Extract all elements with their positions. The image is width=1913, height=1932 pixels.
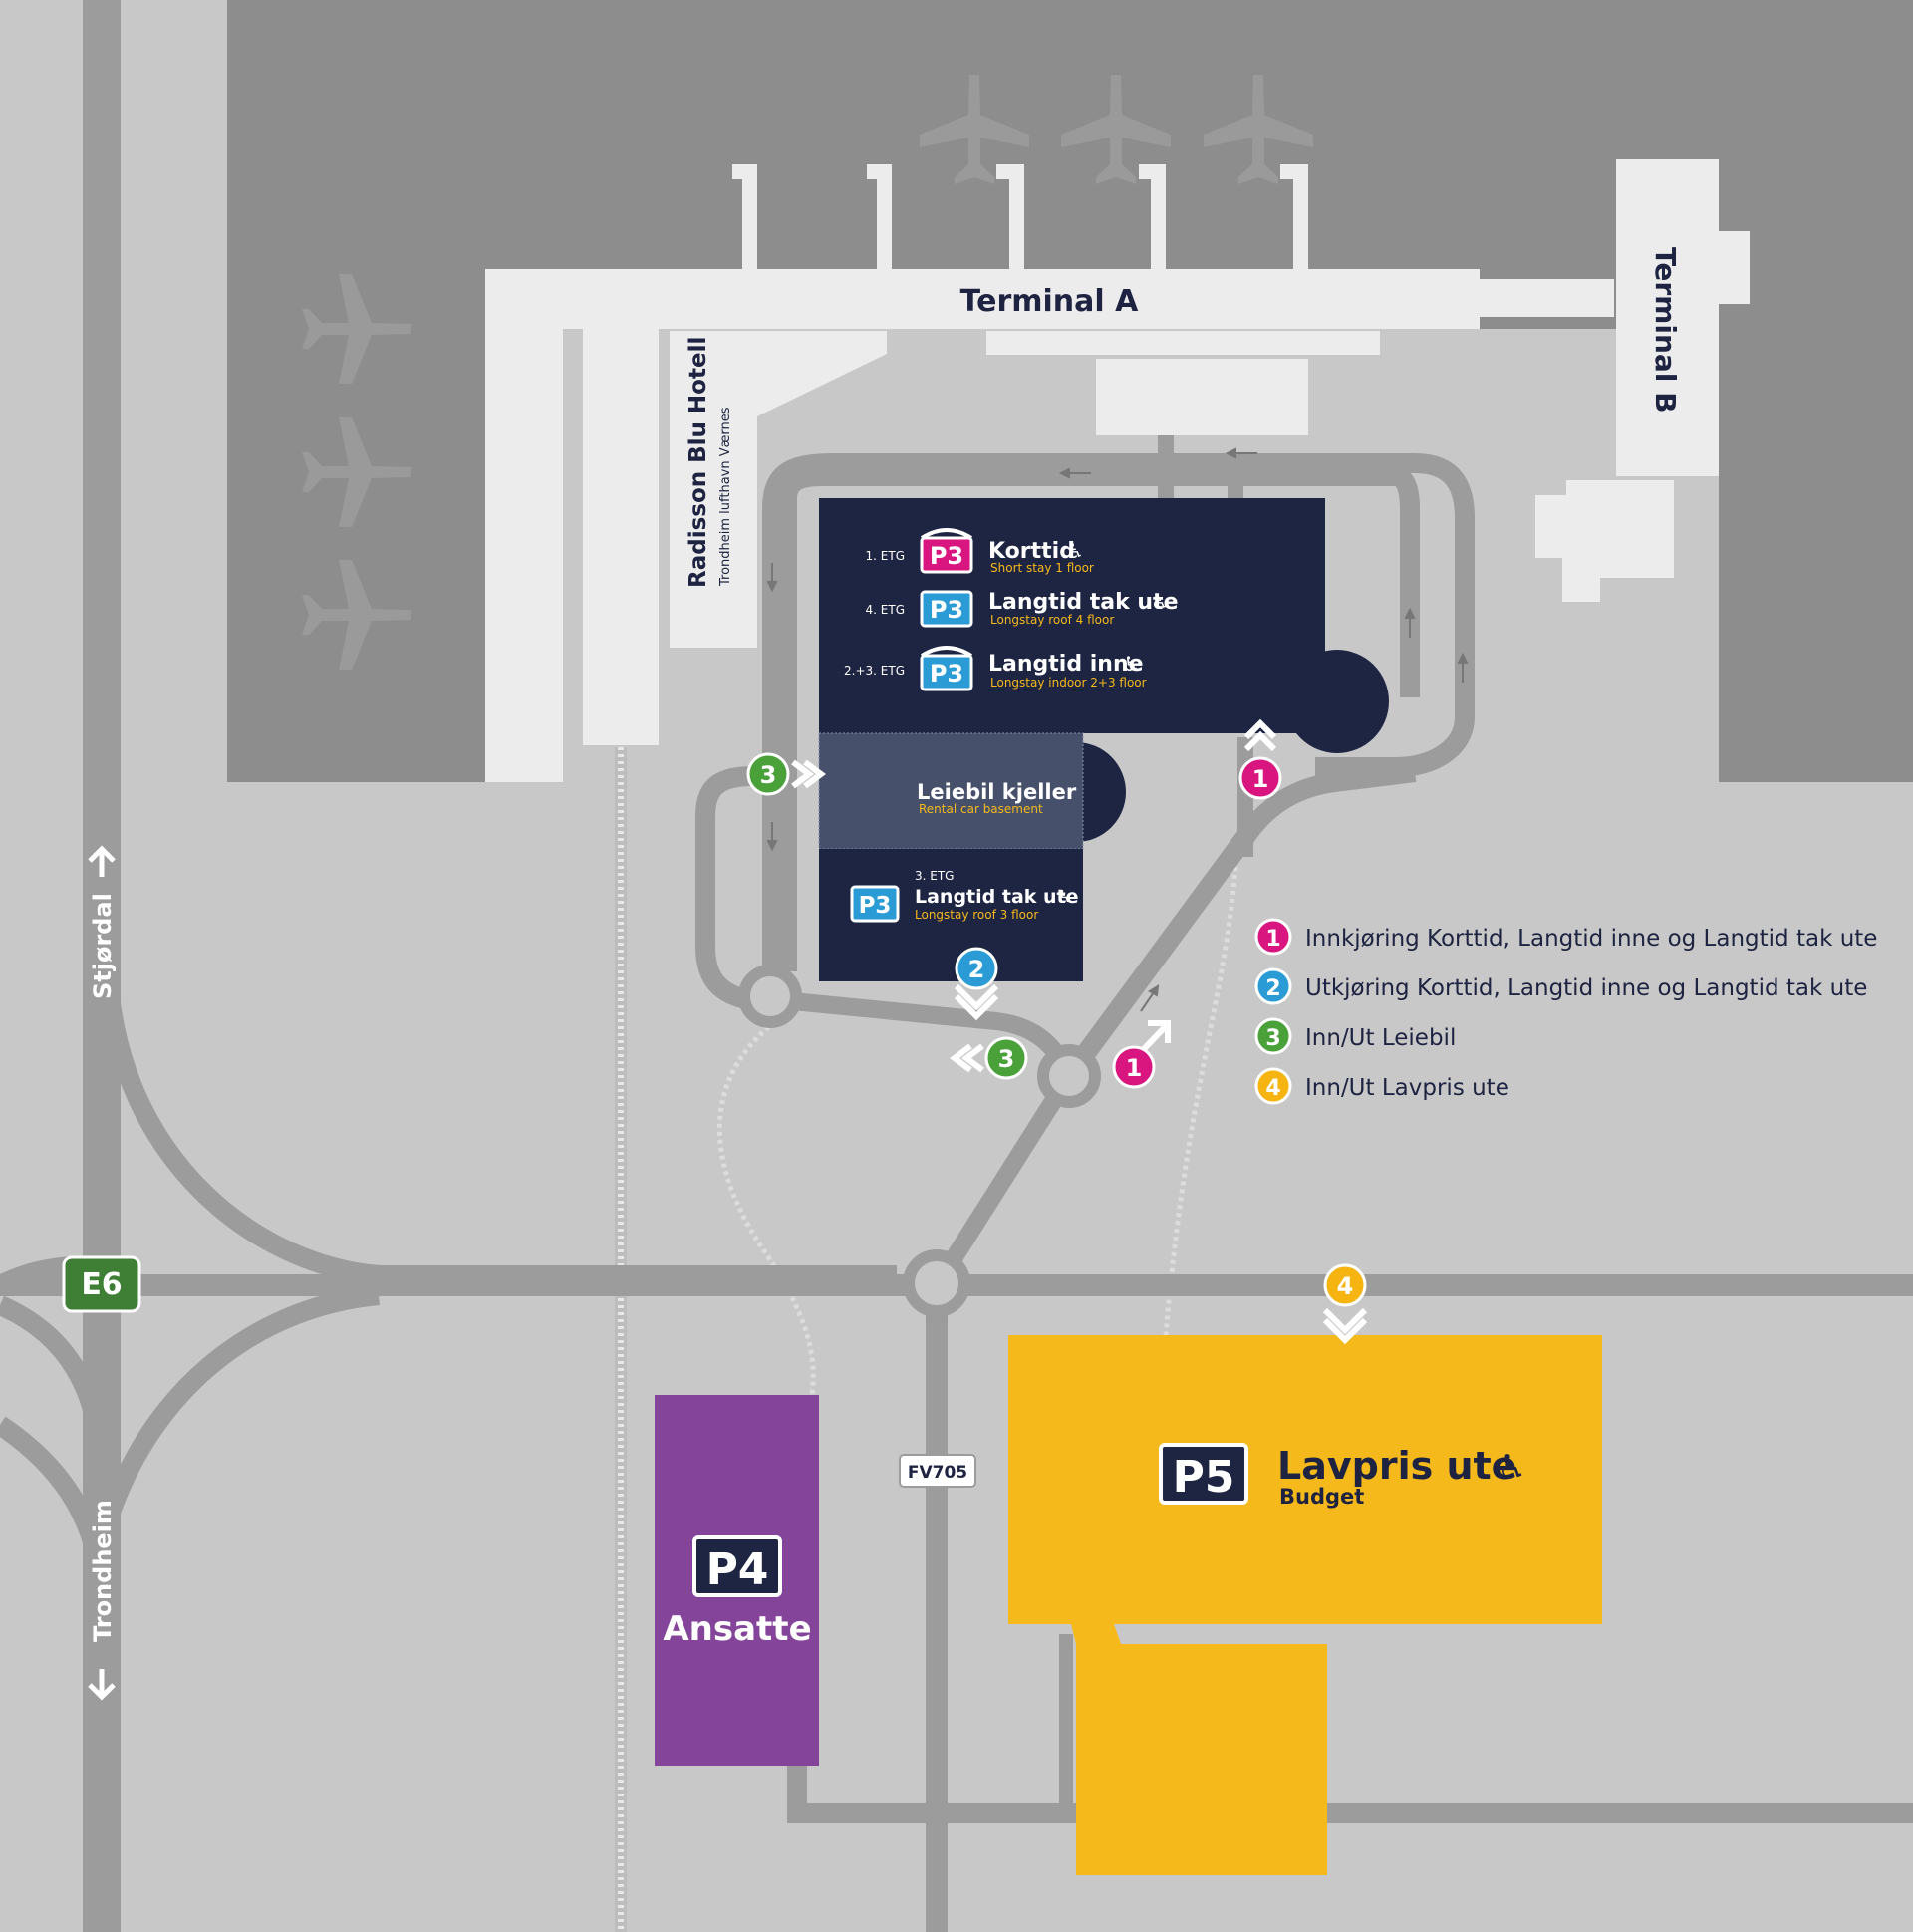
exit-arrow-icon bbox=[954, 983, 999, 1021]
marker-4: 4 bbox=[1323, 1263, 1367, 1307]
marker-number: 1 bbox=[1252, 765, 1269, 793]
terminal-a-label: Terminal A bbox=[960, 284, 1139, 319]
e6-road-sign: E6 bbox=[62, 1255, 141, 1313]
legend-text: Inn/Ut Leiebil bbox=[1305, 1025, 1456, 1051]
marker-number: 4 bbox=[1337, 1272, 1354, 1300]
rental-name: Leiebil kjeller bbox=[917, 780, 1077, 804]
terminal-b-label: Terminal B bbox=[1649, 247, 1682, 413]
legend-item-4: 4 Inn/Ut Lavpris ute bbox=[1254, 1067, 1509, 1105]
rental-car-basement bbox=[818, 732, 1126, 850]
p4-name: Ansatte bbox=[663, 1609, 811, 1649]
level-name: Korttid bbox=[988, 539, 1075, 564]
level-sub: Longstay roof 3 floor bbox=[915, 908, 1038, 922]
p3-level-1: 1. ETG P3 Korttid ♿ Short stay 1 floor bbox=[866, 528, 1094, 575]
marker-number: 1 bbox=[1126, 1054, 1143, 1082]
wheelchair-icon: ♿ bbox=[1122, 652, 1140, 676]
level-sub: Short stay 1 floor bbox=[990, 561, 1094, 575]
legend-item-2: 2 Utkjøring Korttid, Langtid inne og Lan… bbox=[1254, 967, 1867, 1005]
diag-entry-arrow-icon bbox=[1139, 1020, 1171, 1054]
legend-number: 3 bbox=[1265, 1026, 1280, 1051]
wheelchair-icon: ♿ bbox=[1066, 539, 1084, 563]
legend-number: 4 bbox=[1265, 1076, 1280, 1101]
p3-parking-building bbox=[819, 498, 1389, 753]
legend-number: 1 bbox=[1265, 927, 1280, 952]
fv705-label: FV705 bbox=[908, 1463, 967, 1483]
rental-sub: Rental car basement bbox=[919, 802, 1043, 816]
e6-label: E6 bbox=[81, 1267, 122, 1302]
p3-badge: P3 bbox=[859, 893, 892, 919]
legend-text: Innkjøring Korttid, Langtid inne og Lang… bbox=[1305, 926, 1877, 952]
level-floor: 3. ETG bbox=[915, 869, 954, 883]
hotel-subtitle: Trondheim lufthavn Værnes bbox=[718, 407, 733, 587]
roundabout bbox=[738, 965, 1101, 1317]
level-floor: 2.+3. ETG bbox=[844, 664, 905, 678]
p3-badge: P3 bbox=[930, 660, 963, 688]
legend-item-3: 3 Inn/Ut Leiebil bbox=[1254, 1017, 1456, 1055]
level-floor: 4. ETG bbox=[866, 603, 905, 617]
stjordal-sign: Stjørdal bbox=[88, 845, 117, 999]
level-name: Langtid inne bbox=[988, 652, 1144, 677]
legend-text: Utkjøring Korttid, Langtid inne og Langt… bbox=[1305, 975, 1867, 1001]
legend-text: Inn/Ut Lavpris ute bbox=[1305, 1075, 1509, 1101]
p5-sign: P5 Lavpris ute ♿ Budget bbox=[1159, 1443, 1526, 1509]
p5-lot bbox=[1008, 1335, 1602, 1875]
p5-sub: Budget bbox=[1279, 1485, 1364, 1509]
marker-3-lower: 3 bbox=[984, 1036, 1028, 1080]
jet-bridges bbox=[732, 164, 1308, 269]
walkway-dotted bbox=[615, 747, 1238, 1932]
p5-name: Lavpris ute bbox=[1277, 1444, 1516, 1488]
level-floor: 1. ETG bbox=[866, 549, 905, 563]
rental-out-arrow-icon bbox=[950, 1043, 984, 1073]
legend-item-1: 1 Innkjøring Korttid, Langtid inne og La… bbox=[1254, 918, 1877, 956]
rental-in-arrow-icon bbox=[791, 759, 826, 789]
legend-number: 2 bbox=[1265, 976, 1280, 1001]
marker-number: 3 bbox=[760, 761, 777, 789]
hotel-name: Radisson Blu Hotell bbox=[685, 337, 711, 588]
p4-badge: P4 bbox=[706, 1544, 769, 1595]
p3-lower-level: P3 3. ETG Langtid tak ute ♿ Longstay roo… bbox=[850, 869, 1079, 923]
marker-2: 2 bbox=[955, 947, 998, 990]
trondheim-label: Trondheim bbox=[89, 1500, 117, 1642]
wheelchair-icon: ♿ bbox=[1056, 887, 1072, 908]
level-sub: Longstay indoor 2+3 floor bbox=[990, 676, 1147, 690]
level-name: Langtid tak ute bbox=[988, 590, 1179, 615]
p3-badge: P3 bbox=[930, 596, 963, 624]
p3-badge: P3 bbox=[930, 542, 963, 570]
fv705-road-sign: FV705 bbox=[899, 1454, 976, 1488]
terminal-buildings bbox=[485, 159, 1750, 782]
p5-badge: P5 bbox=[1173, 1452, 1235, 1503]
wheelchair-icon: ♿ bbox=[1497, 1448, 1526, 1488]
marker-1-upper: 1 bbox=[1238, 756, 1282, 800]
marker-3-upper: 3 bbox=[746, 752, 790, 796]
wheelchair-icon: ♿ bbox=[1151, 590, 1169, 614]
p3-level-4: 4. ETG P3 Langtid tak ute ♿ Longstay roo… bbox=[866, 590, 1179, 628]
legend: 1 Innkjøring Korttid, Langtid inne og La… bbox=[1254, 918, 1877, 1105]
p3-level-2-3: 2.+3. ETG P3 Langtid inne ♿ Longstay ind… bbox=[844, 646, 1147, 691]
trondheim-sign: Trondheim bbox=[88, 1500, 117, 1701]
stjordal-label: Stjørdal bbox=[89, 893, 117, 999]
p4-sign: P4 Ansatte bbox=[663, 1535, 812, 1649]
marker-number: 2 bbox=[968, 956, 985, 983]
level-name: Langtid tak ute bbox=[915, 886, 1079, 908]
level-sub: Longstay roof 4 floor bbox=[990, 613, 1114, 627]
marker-number: 3 bbox=[998, 1045, 1015, 1073]
budget-arrow-icon bbox=[1322, 1307, 1368, 1345]
marker-1-lower: 1 bbox=[1112, 1045, 1156, 1089]
road-direction-arrows bbox=[766, 447, 1469, 1012]
